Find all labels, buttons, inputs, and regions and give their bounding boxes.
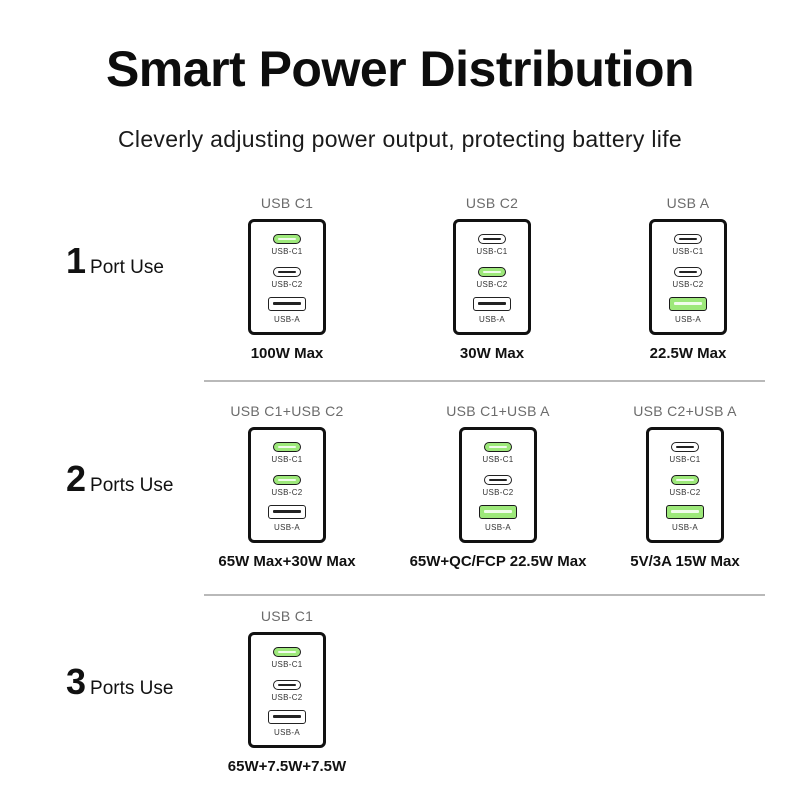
usb-a-port-label: USB-A xyxy=(274,728,300,737)
config-usb-c1: USB C1 USB-C1 USB-C2 USB-A 100W Max xyxy=(187,195,387,362)
usb-c1-port-label: USB-C1 xyxy=(271,455,303,464)
usb-c1-port-label: USB-C1 xyxy=(271,660,303,669)
charger-diagram: USB-C1 USB-C2 USB-A xyxy=(649,219,727,335)
usb-c2-port-icon xyxy=(484,475,512,485)
usb-c1-port-label: USB-C1 xyxy=(672,247,704,256)
row-number: 1 xyxy=(66,240,87,281)
power-output-label: 100W Max xyxy=(250,345,324,362)
row-label-text: Ports Use xyxy=(90,475,174,496)
usb-c2-port-label: USB-C2 xyxy=(476,280,508,289)
config-usb-a: USB A USB-C1 USB-C2 USB-A 22.5W Max xyxy=(588,195,788,362)
row-divider xyxy=(204,380,765,382)
usb-c1-port-icon xyxy=(273,647,301,657)
usb-a-port-icon xyxy=(669,297,707,311)
page-title: Smart Power Distribution xyxy=(105,41,695,97)
usb-a-port-label: USB-A xyxy=(675,315,701,324)
usb-c1-port-label: USB-C1 xyxy=(271,247,303,256)
port-combo-label: USB C1 xyxy=(260,195,314,211)
usb-c1-port-icon xyxy=(273,234,301,244)
usb-a-port-label: USB-A xyxy=(274,523,300,532)
row-number: 3 xyxy=(66,661,87,702)
row-label-text: Port Use xyxy=(90,257,164,278)
usb-a-port-icon xyxy=(666,505,704,519)
usb-a-port-icon xyxy=(268,505,306,519)
power-output-label: 65W+7.5W+7.5W xyxy=(227,758,347,775)
power-output-label: 65W+QC/FCP 22.5W Max xyxy=(409,553,587,570)
port-combo-label: USB C2 xyxy=(465,195,519,211)
row-divider xyxy=(204,594,765,596)
usb-c1-port-label: USB-C1 xyxy=(476,247,508,256)
usb-c1-port-icon xyxy=(674,234,702,244)
usb-c2-port-icon xyxy=(273,267,301,277)
power-output-label: 65W Max+30W Max xyxy=(218,553,356,570)
charger-diagram: USB-C1 USB-C2 USB-A xyxy=(646,427,724,543)
usb-c1-port-icon xyxy=(484,442,512,452)
power-output-label: 22.5W Max xyxy=(649,345,727,362)
charger-diagram: USB-C1 USB-C2 USB-A xyxy=(453,219,531,335)
port-combo-label: USB C1 xyxy=(260,608,314,624)
usb-c1-port-label: USB-C1 xyxy=(669,455,701,464)
usb-c2-port-label: USB-C2 xyxy=(672,280,704,289)
usb-c2-port-label: USB-C2 xyxy=(271,280,303,289)
usb-c2-port-icon xyxy=(674,267,702,277)
row-label-text: Ports Use xyxy=(90,678,174,699)
config-usb-c2: USB C2 USB-C1 USB-C2 USB-A 30W Max xyxy=(392,195,592,362)
usb-c2-port-label: USB-C2 xyxy=(669,488,701,497)
row-number: 2 xyxy=(66,458,87,499)
power-output-label: 30W Max xyxy=(459,345,525,362)
usb-c2-port-icon xyxy=(478,267,506,277)
port-combo-label: USB A xyxy=(666,195,710,211)
charger-diagram: USB-C1 USB-C2 USB-A xyxy=(248,219,326,335)
charger-diagram: USB-C1 USB-C2 USB-A xyxy=(248,632,326,748)
port-combo-label: USB C1+USB C2 xyxy=(230,403,344,419)
page-subtitle: Cleverly adjusting power output, protect… xyxy=(118,126,682,152)
usb-c2-port-icon xyxy=(671,475,699,485)
usb-c2-port-label: USB-C2 xyxy=(482,488,514,497)
usb-a-port-icon xyxy=(479,505,517,519)
charger-diagram: USB-C1 USB-C2 USB-A xyxy=(459,427,537,543)
config-usb-c1-usb-a: USB C1+USB A USB-C1 USB-C2 USB-A 65W+QC/… xyxy=(398,403,598,570)
port-combo-label: USB C1+USB A xyxy=(446,403,550,419)
usb-c2-port-label: USB-C2 xyxy=(271,693,303,702)
usb-a-port-icon xyxy=(268,297,306,311)
usb-c2-port-icon xyxy=(273,680,301,690)
config-three-ports: USB C1 USB-C1 USB-C2 USB-A 65W+7.5W+7.5W xyxy=(187,608,387,775)
usb-a-port-icon xyxy=(268,710,306,724)
usb-c2-port-icon xyxy=(273,475,301,485)
usb-c1-port-label: USB-C1 xyxy=(482,455,514,464)
port-combo-label: USB C2+USB A xyxy=(633,403,737,419)
usb-a-port-label: USB-A xyxy=(672,523,698,532)
usb-c1-port-icon xyxy=(671,442,699,452)
usb-a-port-icon xyxy=(473,297,511,311)
usb-a-port-label: USB-A xyxy=(485,523,511,532)
usb-c1-port-icon xyxy=(478,234,506,244)
power-output-label: 5V/3A 15W Max xyxy=(630,553,740,570)
usb-c2-port-label: USB-C2 xyxy=(271,488,303,497)
usb-c1-port-icon xyxy=(273,442,301,452)
usb-a-port-label: USB-A xyxy=(274,315,300,324)
usb-a-port-label: USB-A xyxy=(479,315,505,324)
config-usb-c2-usb-a: USB C2+USB A USB-C1 USB-C2 USB-A 5V/3A 1… xyxy=(585,403,785,570)
charger-diagram: USB-C1 USB-C2 USB-A xyxy=(248,427,326,543)
config-usb-c1-usb-c2: USB C1+USB C2 USB-C1 USB-C2 USB-A 65W Ma… xyxy=(187,403,387,570)
